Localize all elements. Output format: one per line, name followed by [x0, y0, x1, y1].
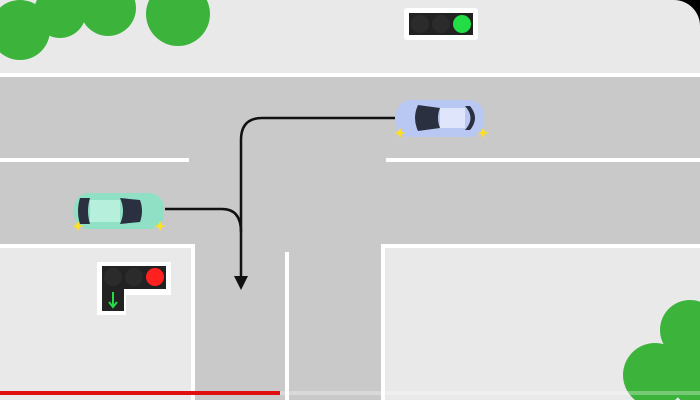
- tree-bottom-right: [623, 300, 700, 400]
- signal-off-icon: [104, 268, 122, 286]
- path-arrowhead: [234, 276, 248, 290]
- turn-signal-icon: [477, 128, 489, 138]
- green-car: [72, 193, 166, 231]
- arrow-down-green-icon: [108, 292, 118, 309]
- traffic-light-bottom-left: [97, 262, 171, 315]
- blue-car: [394, 100, 489, 138]
- video-progress-fill: [0, 391, 280, 395]
- signal-off-icon: [411, 15, 429, 33]
- turn-signal-icon: [394, 128, 406, 138]
- lane-markings: [0, 73, 700, 400]
- blue-car-path: [239, 116, 395, 278]
- green-car-path: [165, 207, 243, 233]
- signal-red-icon: [146, 268, 164, 286]
- video-progress-bar[interactable]: [0, 391, 700, 395]
- traffic-light-top: [404, 8, 478, 40]
- turn-signal-icon: [72, 221, 84, 231]
- tree-top-left: [0, 0, 210, 60]
- signal-off-icon: [125, 268, 143, 286]
- signal-off-icon: [432, 15, 450, 33]
- turn-signal-icon: [154, 221, 166, 231]
- signal-green-icon: [453, 15, 471, 33]
